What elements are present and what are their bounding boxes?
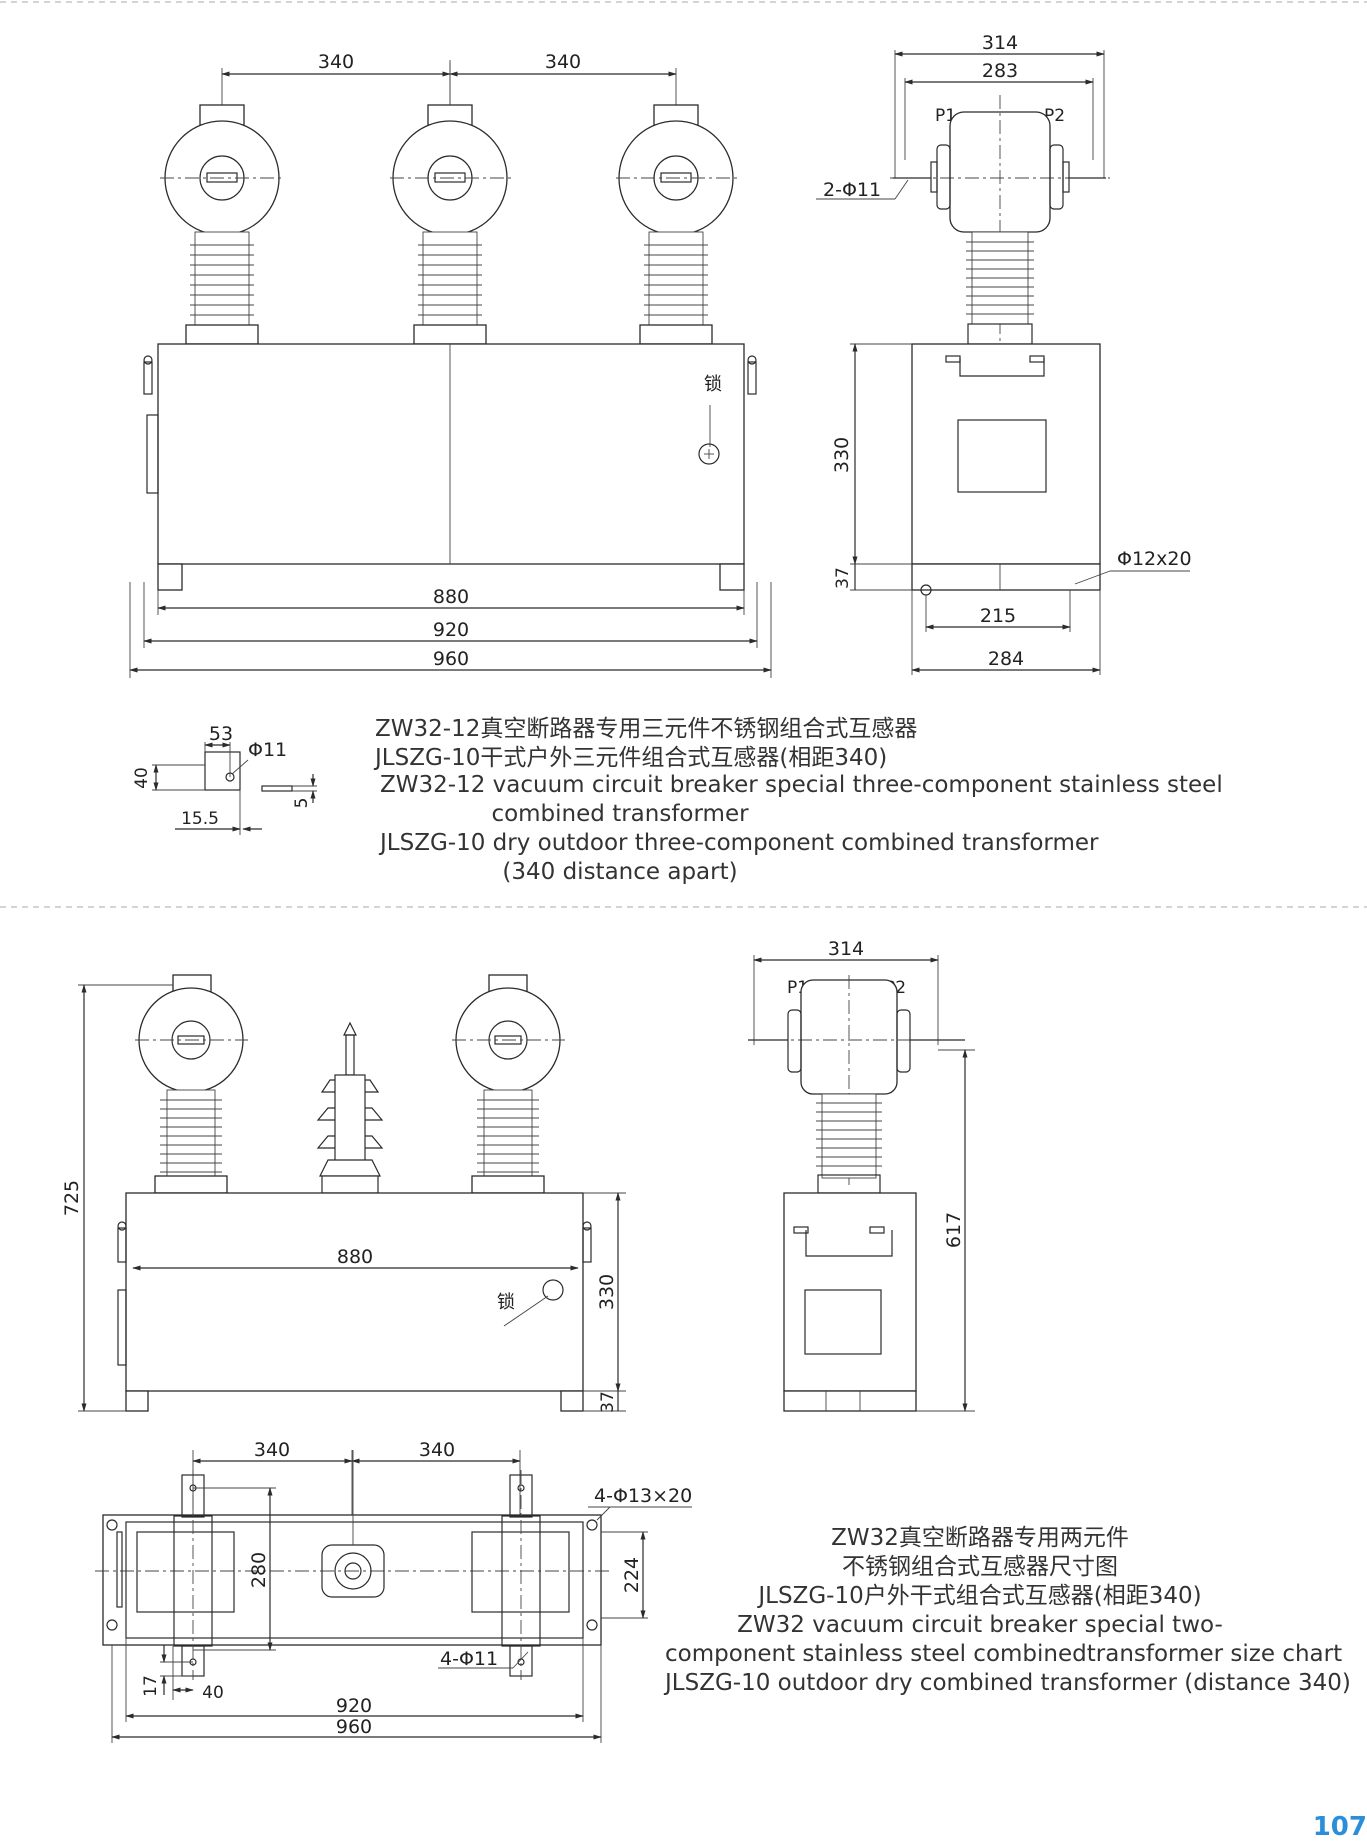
caption-bottom-line-5: component stainless steel combinedtransf… xyxy=(665,1641,1343,1667)
dim-37-top: 37 xyxy=(833,567,853,589)
dim-880-top: 880 xyxy=(433,586,469,608)
dim-960-top: 960 xyxy=(433,648,469,670)
caption-bottom-line-1: ZW32真空断路器专用两元件 xyxy=(831,1525,1129,1551)
slot-phi12x20: Φ12x20 xyxy=(1117,548,1192,570)
dim-37-bottom: 37 xyxy=(598,1391,618,1413)
lock-label-bottom: 锁 xyxy=(497,1292,515,1313)
detail-phi11: Φ11 xyxy=(248,739,287,761)
transformer-head-left xyxy=(160,104,285,345)
dim-340-plan-right: 340 xyxy=(419,1439,455,1461)
dim-920-top: 920 xyxy=(433,619,469,641)
dim-40-plan: 40 xyxy=(202,1683,224,1703)
dim-53: 53 xyxy=(209,723,233,745)
dim-314-top: 314 xyxy=(982,32,1018,54)
caption-bottom-line-3: JLSZG-10户外干式组合式互感器(相距340) xyxy=(758,1583,1202,1609)
bottom-front-view: 880 锁 725 330 37 xyxy=(61,974,626,1413)
dim-280: 280 xyxy=(248,1552,270,1588)
dim-224: 224 xyxy=(621,1557,643,1593)
page-number: 107 xyxy=(1312,1812,1367,1842)
dim-340-right: 340 xyxy=(545,51,581,73)
caption-top: ZW32-12真空断路器专用三元件不锈钢组合式互感器 JLSZG-10干式户外三… xyxy=(375,715,918,773)
hole-detail: 53 Φ11 40 5 15.5 xyxy=(132,723,317,835)
dim-880-bottom: 880 xyxy=(337,1246,373,1268)
caption-bottom-line-4: ZW32 vacuum circuit breaker special two- xyxy=(737,1612,1223,1638)
dim-920-plan: 920 xyxy=(336,1695,372,1717)
dim-40-detail: 40 xyxy=(132,767,152,789)
transformer-head-right xyxy=(616,104,738,345)
caption-bottom-line-6: JLSZG-10 outdoor dry combined transforme… xyxy=(665,1670,1351,1696)
dim-340-plan-left: 340 xyxy=(254,1439,290,1461)
plan-base xyxy=(102,1514,602,1646)
dim-330-bottom: 330 xyxy=(596,1274,618,1310)
dim-314-bottom: 314 xyxy=(828,938,864,960)
dim-283: 283 xyxy=(982,60,1018,82)
dim-617: 617 xyxy=(943,1212,965,1248)
caption-top-line-1: ZW32-12真空断路器专用三元件不锈钢组合式互感器 xyxy=(375,716,918,742)
dim-330-top: 330 xyxy=(831,437,853,473)
caption-top-line-4: combined transformer xyxy=(491,801,749,827)
caption-top-line-5: JLSZG-10 dry outdoor three-component com… xyxy=(380,830,1099,856)
caption-top-english: ZW32-12 vacuum circuit breaker special t… xyxy=(380,771,1223,887)
dim-284: 284 xyxy=(988,648,1024,670)
side-tank-top xyxy=(911,343,1101,565)
caption-bottom-line-2: 不锈钢组合式互感器尺寸图 xyxy=(842,1554,1118,1580)
dim-5-detail: 5 xyxy=(292,798,312,809)
caption-top-line-2: JLSZG-10干式户外三元件组合式互感器(相距340) xyxy=(375,745,888,771)
holes-4-phi13x20: 4-Φ13×20 xyxy=(594,1485,692,1507)
top-side-view: 314 283 P1 P2 2-Φ11 xyxy=(816,32,1192,675)
caption-bottom: ZW32真空断路器专用两元件 不锈钢组合式互感器尺寸图 JLSZG-10户外干式… xyxy=(665,1524,1351,1698)
plan-view: 340 340 280 224 4 xyxy=(95,1439,692,1743)
dim-960-plan: 960 xyxy=(336,1716,372,1738)
caption-top-line-6: (340 distance apart) xyxy=(502,859,738,885)
side-tank-bottom xyxy=(783,1192,917,1392)
bottom-side-view: 314 P1 P2 617 xyxy=(748,938,975,1412)
dim-15-5: 15.5 xyxy=(181,809,219,829)
caption-top-line-3: ZW32-12 vacuum circuit breaker special t… xyxy=(380,772,1223,798)
dim-340-left: 340 xyxy=(318,51,354,73)
holes-2-phi11: 2-Φ11 xyxy=(823,179,881,201)
top-front-view: 340 340 xyxy=(129,51,772,678)
dim-215: 215 xyxy=(980,605,1016,627)
transformer-head-center xyxy=(390,104,512,345)
holes-4-phi11-plan: 4-Φ11 xyxy=(440,1648,498,1670)
tank-body-bottom xyxy=(125,1192,584,1392)
tank-body-top xyxy=(157,343,745,565)
dim-17: 17 xyxy=(141,1675,161,1697)
dim-725: 725 xyxy=(61,1180,83,1216)
lock-label-top: 锁 xyxy=(704,374,722,395)
